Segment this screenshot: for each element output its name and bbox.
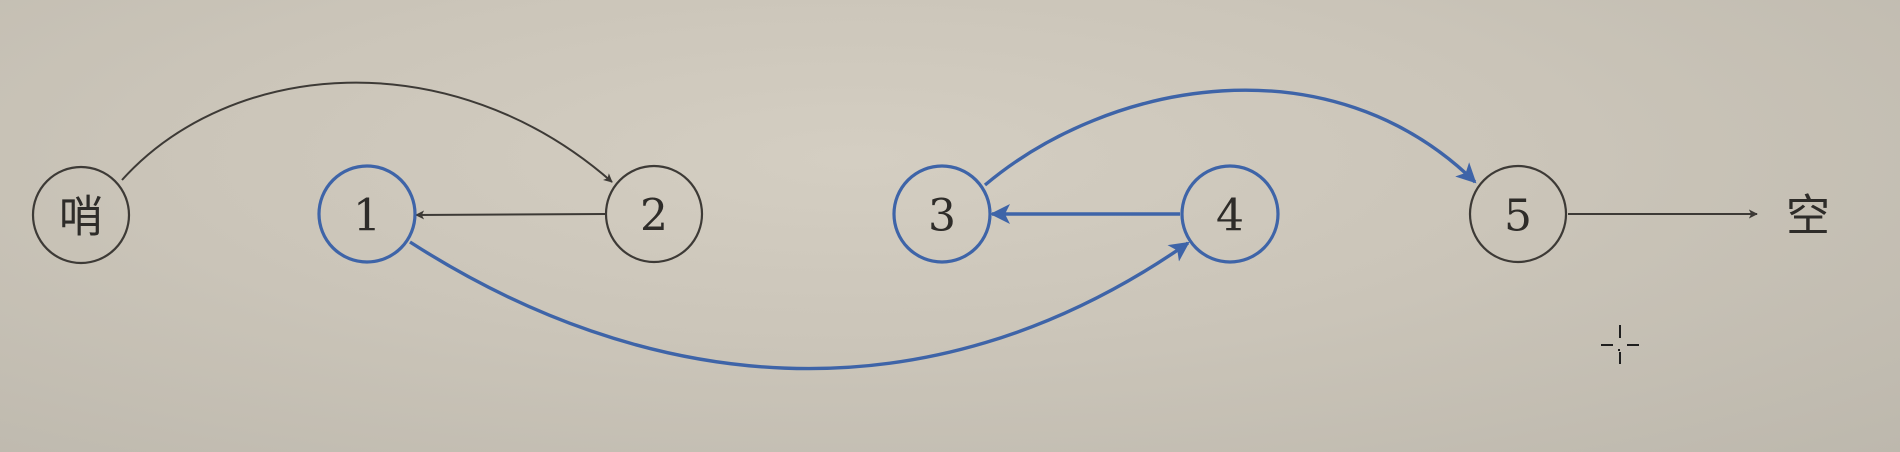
node-4: 4 bbox=[1180, 164, 1280, 264]
crosshair-cursor-icon bbox=[1601, 325, 1639, 364]
node-sentinel: 哨 bbox=[31, 165, 131, 265]
node-3: 3 bbox=[892, 164, 992, 264]
node-5-label: 5 bbox=[1504, 191, 1532, 242]
node-4-label: 4 bbox=[1216, 191, 1244, 242]
node-sentinel-label: 哨 bbox=[59, 192, 103, 243]
node-5: 5 bbox=[1468, 164, 1568, 264]
node-1: 1 bbox=[317, 164, 417, 264]
node-2-label: 2 bbox=[640, 191, 668, 242]
edge-sentinel-to-2 bbox=[121, 81, 613, 183]
edge-2-to-1 bbox=[415, 210, 606, 220]
edge-1-to-4 bbox=[409, 240, 1190, 371]
node-1-label: 1 bbox=[353, 191, 381, 242]
node-3-label: 3 bbox=[928, 191, 956, 242]
edge-3-to-5 bbox=[983, 88, 1477, 187]
null-terminal-label: 空 bbox=[1786, 191, 1830, 242]
node-2: 2 bbox=[604, 164, 704, 264]
